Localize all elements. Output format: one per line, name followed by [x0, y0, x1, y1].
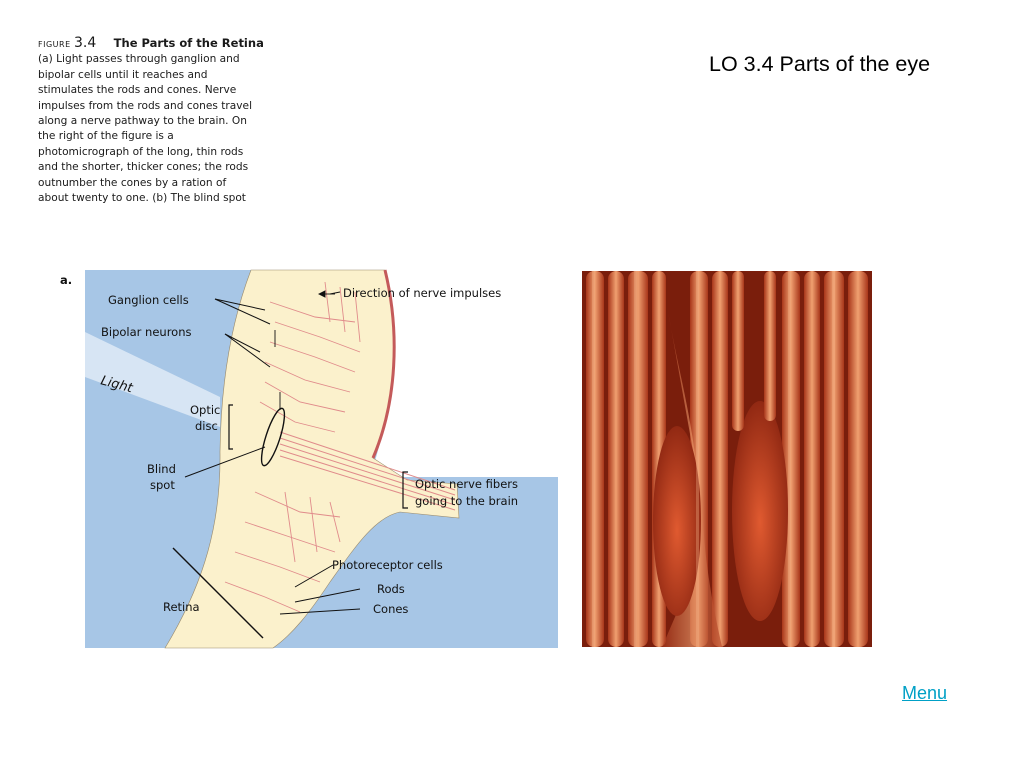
- light-beam: [85, 332, 220, 427]
- slide-title: LO 3.4 Parts of the eye: [709, 52, 931, 76]
- label-optic-nerve: Optic nerve fibers: [415, 477, 518, 491]
- retina-bracket: [172, 547, 264, 639]
- label-optic-disc-2: disc: [195, 419, 218, 433]
- outer-region: [370, 270, 560, 477]
- neuron-branches: [224, 281, 361, 613]
- caption-line: along a nerve pathway to the brain. On: [38, 115, 247, 128]
- rods-group: [586, 271, 868, 647]
- label-retina: Retina: [163, 600, 200, 614]
- blind-spot-marker: [260, 407, 286, 467]
- optic-nerve-bracket: [402, 471, 408, 509]
- label-rods: Rods: [377, 582, 405, 596]
- rods-cones-micrograph: [582, 271, 872, 647]
- label-optic-disc: Optic: [190, 403, 220, 417]
- menu-link[interactable]: Menu: [902, 683, 948, 703]
- label-photoreceptor-cells: Photoreceptor cells: [332, 558, 443, 572]
- caption-line: impulses from the rods and cones travel: [38, 99, 253, 112]
- cones-group: [653, 271, 788, 647]
- caption-heading: FIGURE 3.4 The Parts of the Retina: [38, 35, 288, 52]
- caption-line: bipolar cells until it reaches and: [38, 68, 208, 81]
- caption-line: (a) Light passes through ganglion and: [38, 53, 240, 66]
- label-ganglion-cells: Ganglion cells: [108, 293, 189, 307]
- optic-nerve-fibers: [279, 431, 456, 511]
- caption-line: and the shorter, thicker cones; the rods: [38, 161, 249, 174]
- caption-line: the right of the figure is a: [38, 130, 174, 143]
- figure-caption: FIGURE 3.4 The Parts of the Retina (a) L…: [38, 35, 288, 206]
- label-blind-spot: Blind: [147, 462, 176, 476]
- retina-diagram: a. Ganglion cells Direction of nerve imp…: [60, 269, 560, 649]
- leader-lines: [184, 291, 361, 615]
- label-bipolar-neurons: Bipolar neurons: [101, 325, 192, 339]
- caption-line: about twenty to one. (b) The blind spot: [38, 192, 246, 205]
- label-blind-spot-2: spot: [150, 478, 175, 492]
- label-cones: Cones: [373, 602, 408, 616]
- caption-line: photomicrograph of the long, thin rods: [38, 145, 244, 158]
- caption-line: outnumber the cones by a ration of: [38, 176, 227, 189]
- retina-edge: [371, 269, 396, 459]
- optic-disc-bracket: [228, 404, 233, 450]
- highlights: [592, 271, 835, 647]
- figure-title: The Parts of the Retina: [113, 36, 264, 50]
- impulse-arrows: [274, 290, 335, 410]
- panel-label: a.: [60, 273, 72, 287]
- label-optic-nerve-2: going to the brain: [415, 494, 518, 508]
- figure-number: 3.4: [74, 35, 97, 51]
- label-direction-impulses: Direction of nerve impulses: [343, 286, 501, 300]
- figure-label: FIGURE: [38, 40, 71, 49]
- caption-line: stimulates the rods and cones. Nerve: [38, 84, 237, 97]
